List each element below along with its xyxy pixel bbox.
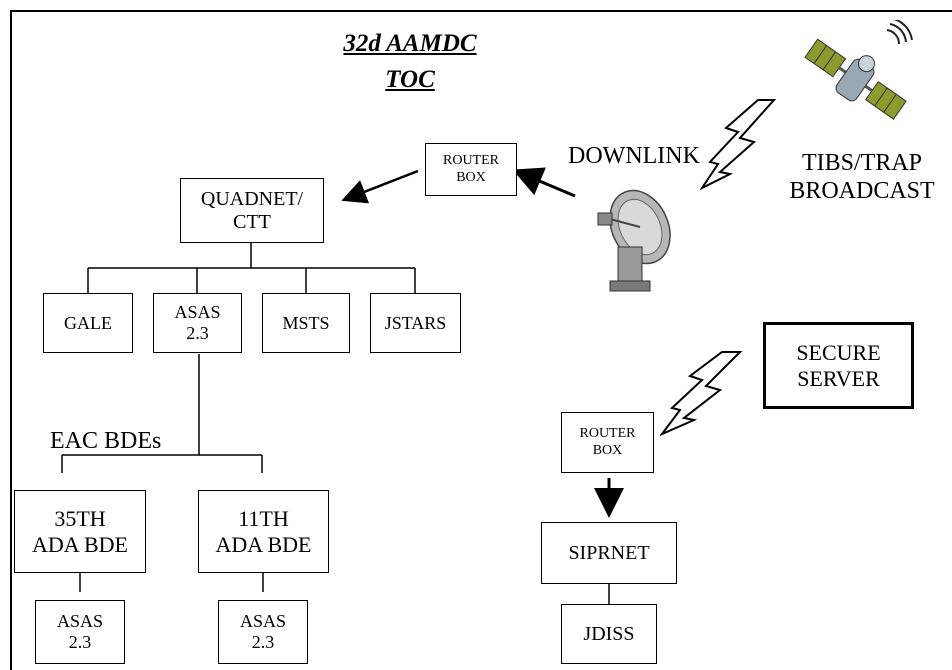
router-box-bottom: ROUTER BOX xyxy=(561,412,654,473)
quadnet-ctt-node: QUADNET/ CTT xyxy=(180,178,324,243)
asas-35th-node: ASAS 2.3 xyxy=(35,600,125,664)
diagram-border xyxy=(10,10,952,670)
title-line-2: TOC xyxy=(385,66,435,93)
jstars-node: JSTARS xyxy=(370,293,461,353)
lightning-bolt-icon xyxy=(700,99,777,190)
satellite-dish-icon xyxy=(597,189,671,292)
bde-35th-node: 35TH ADA BDE xyxy=(14,490,146,573)
tibs-trap-broadcast-label: TIBS/TRAP BROADCAST xyxy=(789,150,935,204)
gale-node: GALE xyxy=(43,293,133,353)
siprnet-node: SIPRNET xyxy=(541,522,677,584)
eac-bdes-label: EAC BDEs xyxy=(50,428,162,454)
asas-main-node: ASAS 2.3 xyxy=(153,293,242,353)
secure-server-node: SECURE SERVER xyxy=(763,322,914,409)
satellite-icon xyxy=(804,20,913,120)
title-line-1: 32d AAMDC xyxy=(343,30,477,57)
asas-11th-node: ASAS 2.3 xyxy=(218,600,308,664)
lightning-bolt-icon xyxy=(660,351,743,436)
msts-node: MSTS xyxy=(262,293,350,353)
downlink-label: DOWNLINK xyxy=(568,143,700,169)
jdiss-node: JDISS xyxy=(561,604,657,664)
router-box-top: ROUTER BOX xyxy=(425,143,517,196)
bde-11th-node: 11TH ADA BDE xyxy=(198,490,329,573)
